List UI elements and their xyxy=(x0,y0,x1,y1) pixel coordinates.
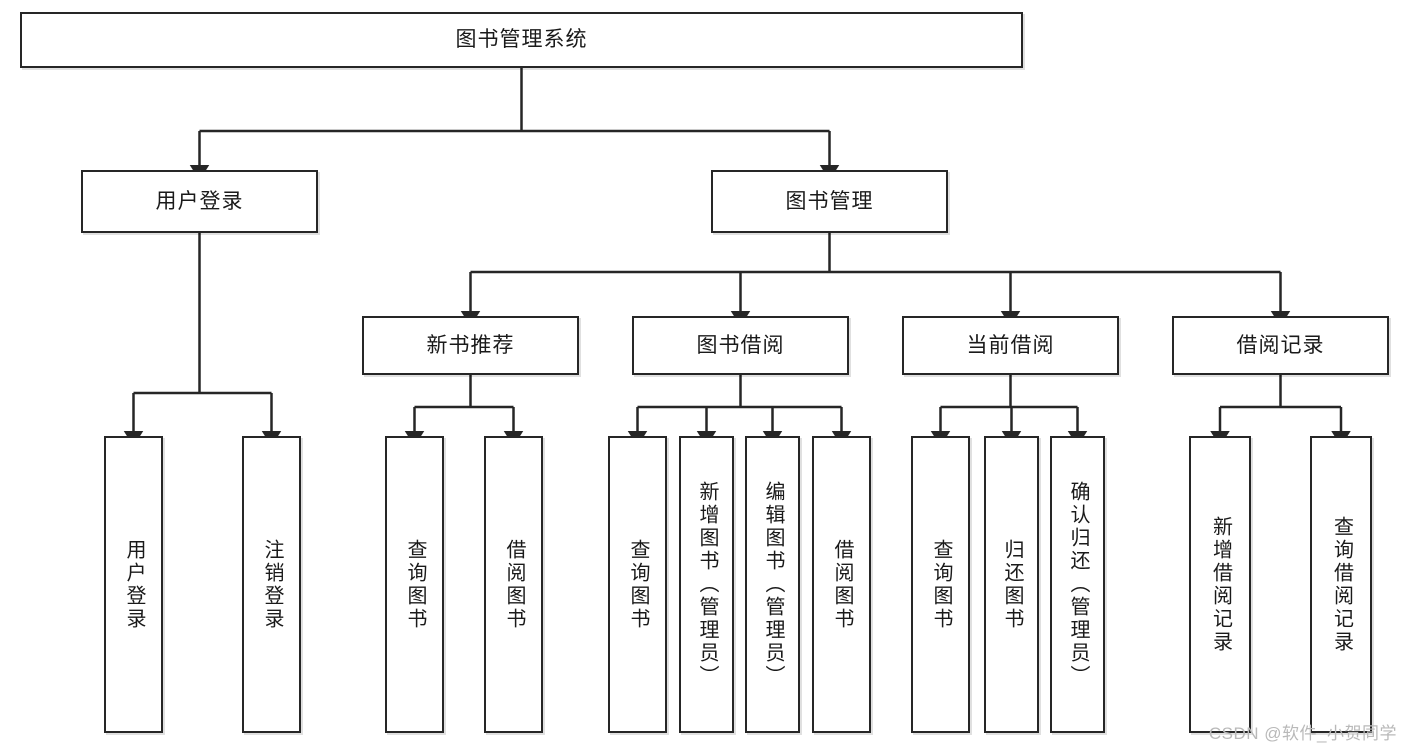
node-login[interactable]: 用户登录 xyxy=(81,170,318,233)
node-label: 用户登录 xyxy=(155,189,244,213)
node-label: 图书管理 xyxy=(785,189,874,213)
node-l10[interactable]: 归还图书 xyxy=(984,436,1039,733)
node-label: 当前借阅 xyxy=(966,333,1055,357)
node-label: 查询借阅记录 xyxy=(1330,515,1353,654)
node-l6[interactable]: 新增图书（管理员） xyxy=(679,436,734,733)
node-current[interactable]: 当前借阅 xyxy=(902,316,1119,375)
node-l13[interactable]: 查询借阅记录 xyxy=(1310,436,1372,733)
node-label: 查询图书 xyxy=(627,538,649,631)
node-l11[interactable]: 确认归还（管理员） xyxy=(1050,436,1105,733)
node-label: 注销登录 xyxy=(261,538,283,631)
node-label: 图书借阅 xyxy=(696,333,785,357)
node-borrow[interactable]: 图书借阅 xyxy=(632,316,849,375)
node-bookmgmt[interactable]: 图书管理 xyxy=(711,170,948,233)
edge-group xyxy=(123,68,1351,447)
node-label: 借阅记录 xyxy=(1236,333,1325,357)
node-l9[interactable]: 查询图书 xyxy=(911,436,970,733)
node-newbook[interactable]: 新书推荐 xyxy=(362,316,579,375)
node-label: 查询图书 xyxy=(404,538,426,631)
node-l1[interactable]: 用户登录 xyxy=(104,436,163,733)
node-label: 归还图书 xyxy=(1001,538,1023,631)
node-label: 查询图书 xyxy=(930,538,952,631)
node-label: 图书管理系统 xyxy=(455,28,588,52)
node-label: 借阅图书 xyxy=(831,538,853,631)
node-records[interactable]: 借阅记录 xyxy=(1172,316,1389,375)
node-l12[interactable]: 新增借阅记录 xyxy=(1189,436,1251,733)
node-label: 编辑图书（管理员） xyxy=(762,481,784,688)
node-label: 新增图书（管理员） xyxy=(696,481,718,688)
node-label: 确认归还（管理员） xyxy=(1067,481,1089,688)
node-l7[interactable]: 编辑图书（管理员） xyxy=(745,436,800,733)
node-label: 新书推荐 xyxy=(426,333,515,357)
node-l3[interactable]: 查询图书 xyxy=(385,436,444,733)
node-root[interactable]: 图书管理系统 xyxy=(20,12,1023,68)
node-l4[interactable]: 借阅图书 xyxy=(484,436,543,733)
node-label: 用户登录 xyxy=(123,538,145,631)
node-label: 借阅图书 xyxy=(503,538,525,631)
node-l2[interactable]: 注销登录 xyxy=(242,436,301,733)
watermark-label: CSDN @软件_小贺同学 xyxy=(1208,724,1397,743)
node-l5[interactable]: 查询图书 xyxy=(608,436,667,733)
node-label: 新增借阅记录 xyxy=(1209,515,1232,654)
node-l8[interactable]: 借阅图书 xyxy=(812,436,871,733)
